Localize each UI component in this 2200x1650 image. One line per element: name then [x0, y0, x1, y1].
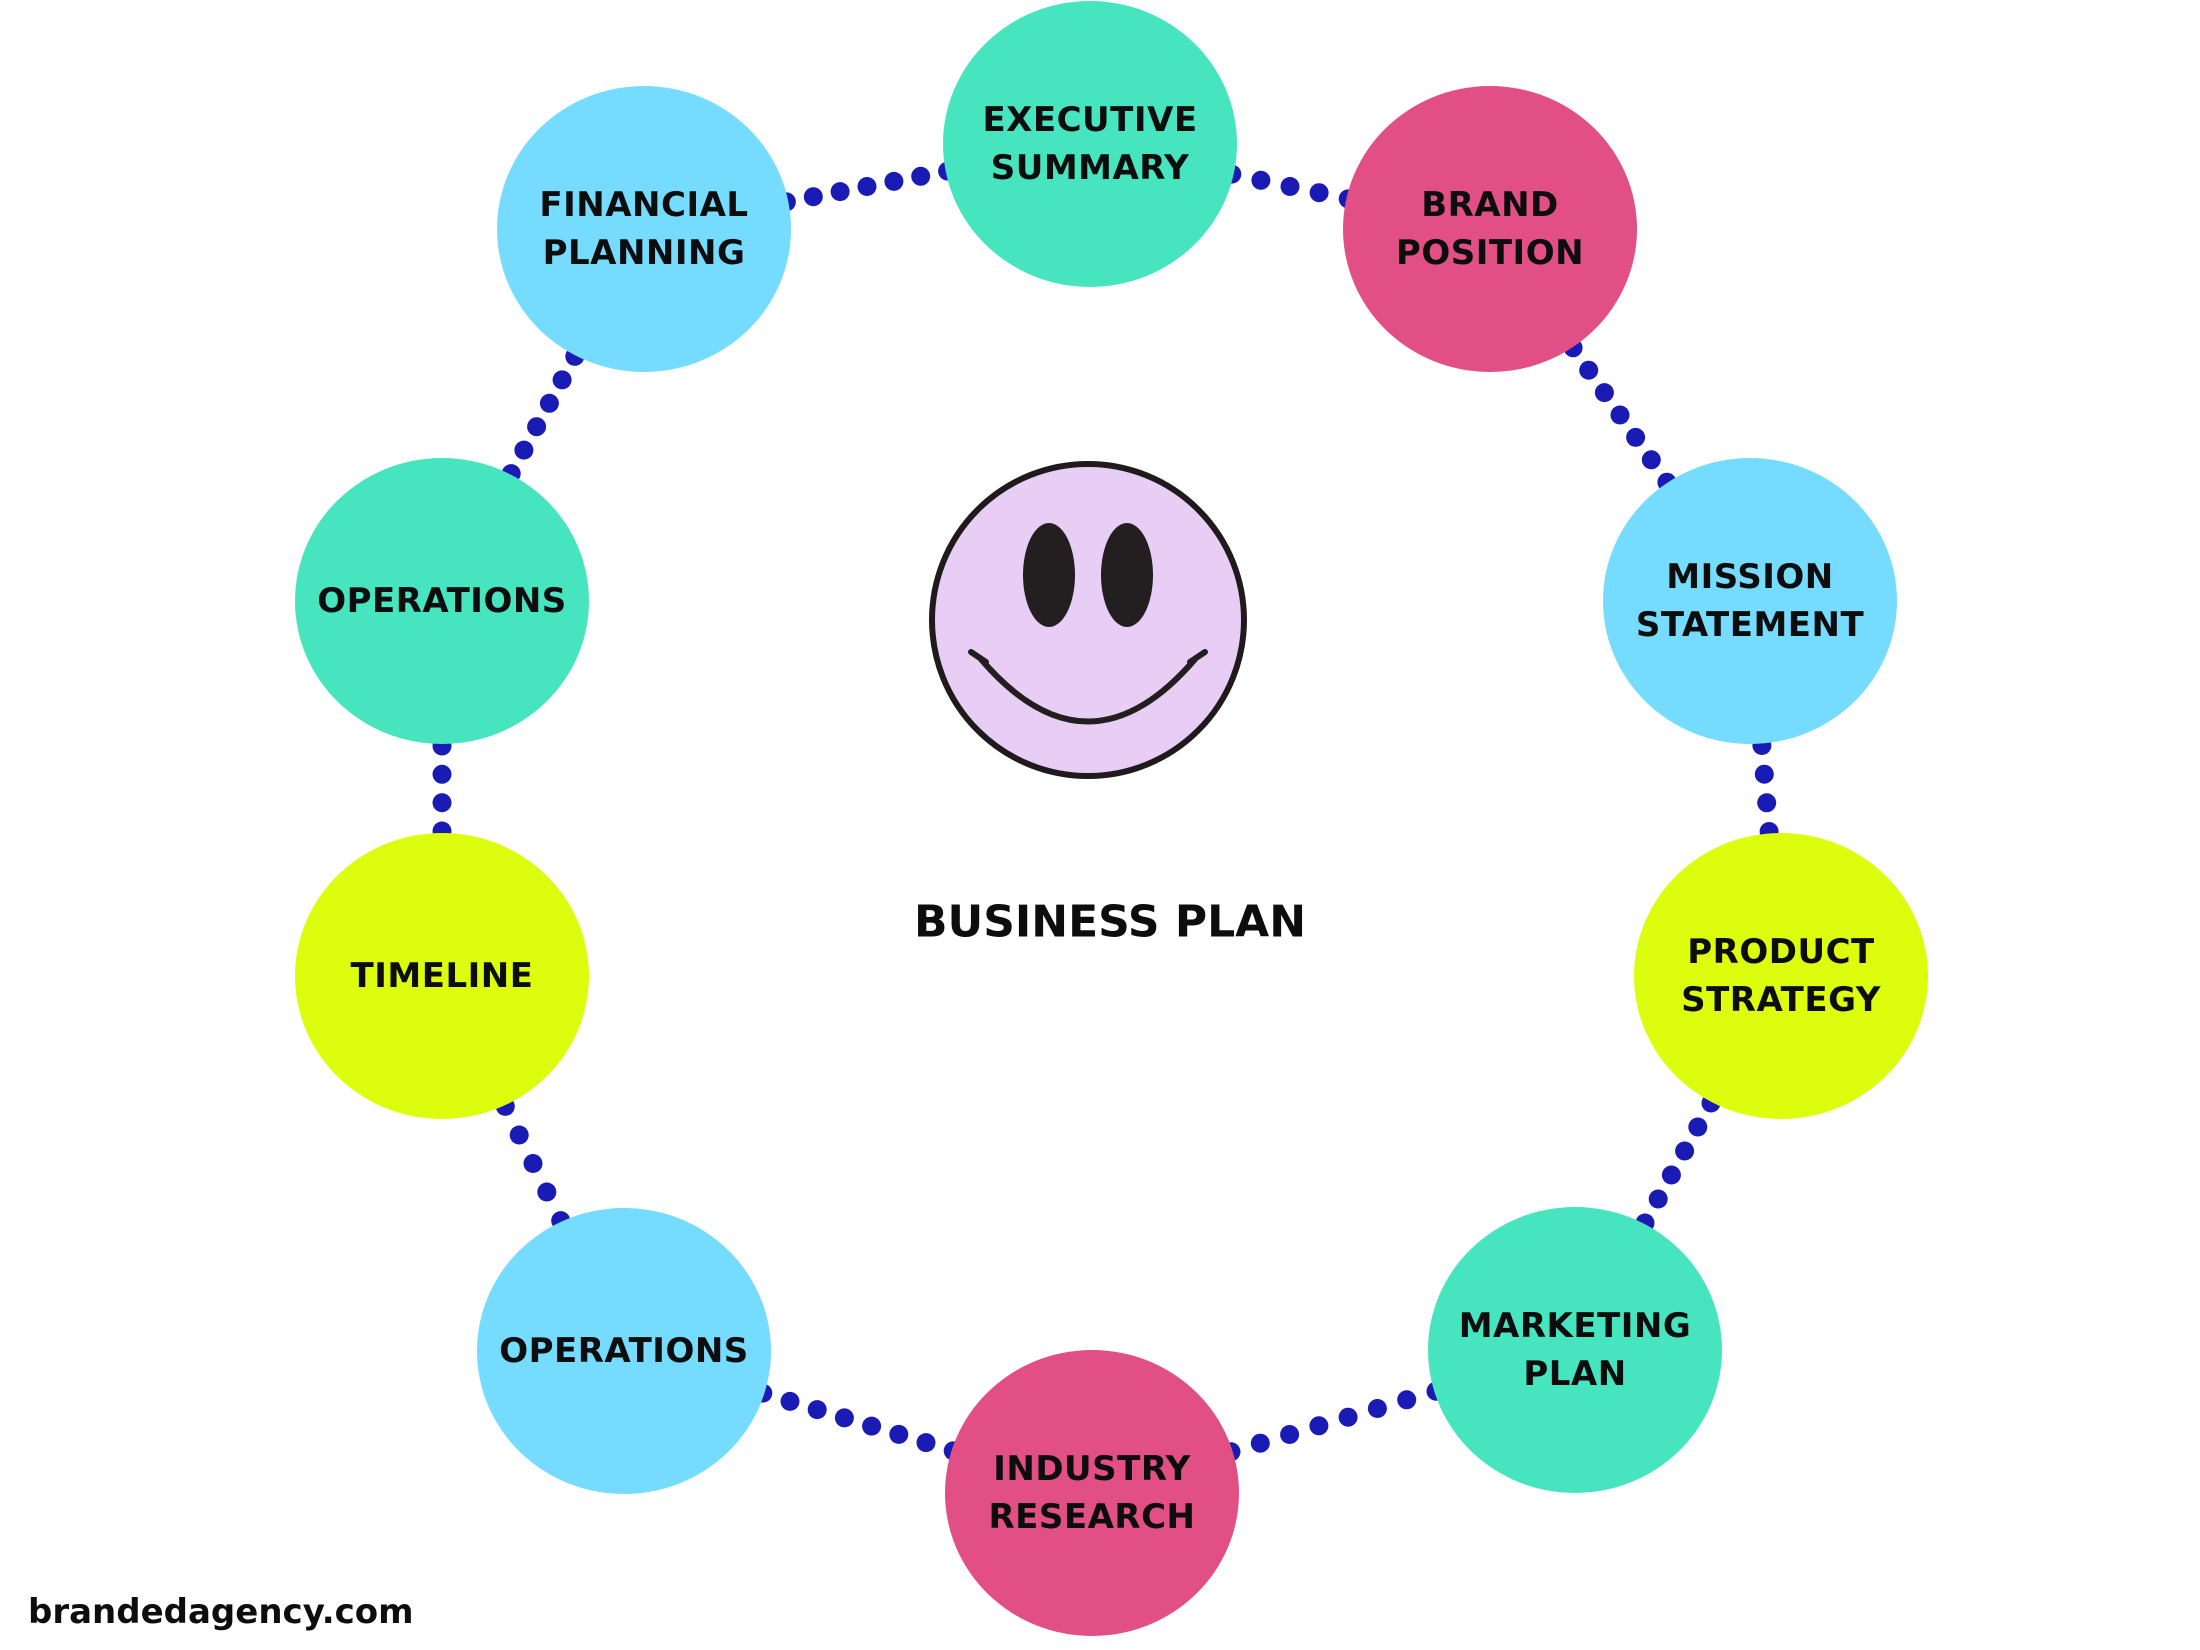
- node-financial-planning: FINANCIAL PLANNING: [497, 86, 791, 372]
- node-label: MARKETING PLAN: [1458, 1306, 1692, 1394]
- connector-dot: [1251, 170, 1271, 190]
- node-label: PRODUCT STRATEGY: [1681, 932, 1881, 1020]
- connector-dot: [514, 440, 534, 460]
- smiley-mouth-left-cap: [968, 649, 989, 665]
- connector-dot: [857, 177, 877, 196]
- connector-dot: [1280, 177, 1300, 196]
- connector-dot: [527, 417, 547, 437]
- connector-dot: [1688, 1117, 1708, 1137]
- connector-dot: [1338, 1407, 1358, 1427]
- connector-dot: [803, 187, 823, 207]
- connector-dot: [830, 182, 850, 202]
- connector-dot: [862, 1416, 882, 1436]
- smiley-right-eye: [1101, 523, 1153, 627]
- connector-dot: [1754, 764, 1774, 784]
- node-operations-left: OPERATIONS: [295, 458, 589, 744]
- connector-dot: [1641, 450, 1661, 470]
- smiley-mouth-right-cap: [1187, 649, 1208, 665]
- connector-dot: [523, 1154, 543, 1173]
- connector-dot: [432, 764, 452, 784]
- connector-dot: [1309, 1416, 1329, 1436]
- connector-dot: [1610, 405, 1630, 425]
- footer-watermark: brandedagency.com: [28, 1592, 414, 1632]
- node-label: MISSION STATEMENT: [1635, 557, 1865, 645]
- node-label: EXECUTIVE SUMMARY: [982, 100, 1198, 188]
- connector-dot: [780, 1391, 800, 1411]
- connector-dot: [1579, 360, 1599, 380]
- node-brand-position: BRAND POSITION: [1343, 86, 1637, 372]
- connector-dot: [1626, 427, 1646, 447]
- connector-dot: [1250, 1433, 1270, 1453]
- smiley-mouth: [977, 655, 1199, 725]
- connector-dot: [1661, 1165, 1681, 1185]
- node-label: BRAND POSITION: [1395, 185, 1585, 273]
- node-industry-research: INDUSTRY RESEARCH: [945, 1350, 1239, 1636]
- connector-dot: [911, 166, 931, 186]
- connector-dot: [1757, 793, 1777, 813]
- smiley-left-eye: [1023, 523, 1075, 627]
- node-timeline: TIMELINE: [295, 833, 589, 1119]
- connector-dot: [834, 1408, 854, 1428]
- connector-dot: [1367, 1399, 1387, 1418]
- connector-dot: [1280, 1425, 1300, 1444]
- connector-dot: [1594, 383, 1614, 403]
- connector-dot: [916, 1433, 936, 1453]
- connector-dot: [1675, 1141, 1695, 1161]
- node-mission-statement: MISSION STATEMENT: [1603, 458, 1897, 744]
- node-label: OPERATIONS: [317, 581, 567, 621]
- smiley-face-circle: [929, 461, 1247, 779]
- smiley-face-icon: [929, 461, 1247, 779]
- connector-dot: [539, 393, 559, 413]
- connector-dot: [537, 1182, 557, 1202]
- node-label: OPERATIONS: [499, 1331, 749, 1371]
- node-label: TIMELINE: [350, 956, 534, 996]
- node-label: FINANCIAL PLANNING: [539, 185, 749, 273]
- connector-dot: [1309, 183, 1329, 203]
- node-executive-summary: EXECUTIVE SUMMARY: [943, 1, 1237, 287]
- connector-dot: [432, 793, 452, 813]
- node-product-strategy: PRODUCT STRATEGY: [1634, 833, 1928, 1119]
- node-marketing-plan: MARKETING PLAN: [1428, 1207, 1722, 1493]
- connector-dot: [509, 1125, 529, 1145]
- connector-dot: [552, 370, 572, 390]
- connector-dot: [807, 1400, 827, 1420]
- node-label: INDUSTRY RESEARCH: [988, 1449, 1196, 1537]
- connector-dot: [1397, 1390, 1417, 1410]
- connector-dot: [884, 171, 904, 191]
- connector-dot: [889, 1424, 909, 1444]
- node-operations-bottom: OPERATIONS: [477, 1208, 771, 1494]
- center-title: BUSINESS PLAN: [913, 896, 1307, 948]
- connector-dot: [1648, 1189, 1668, 1209]
